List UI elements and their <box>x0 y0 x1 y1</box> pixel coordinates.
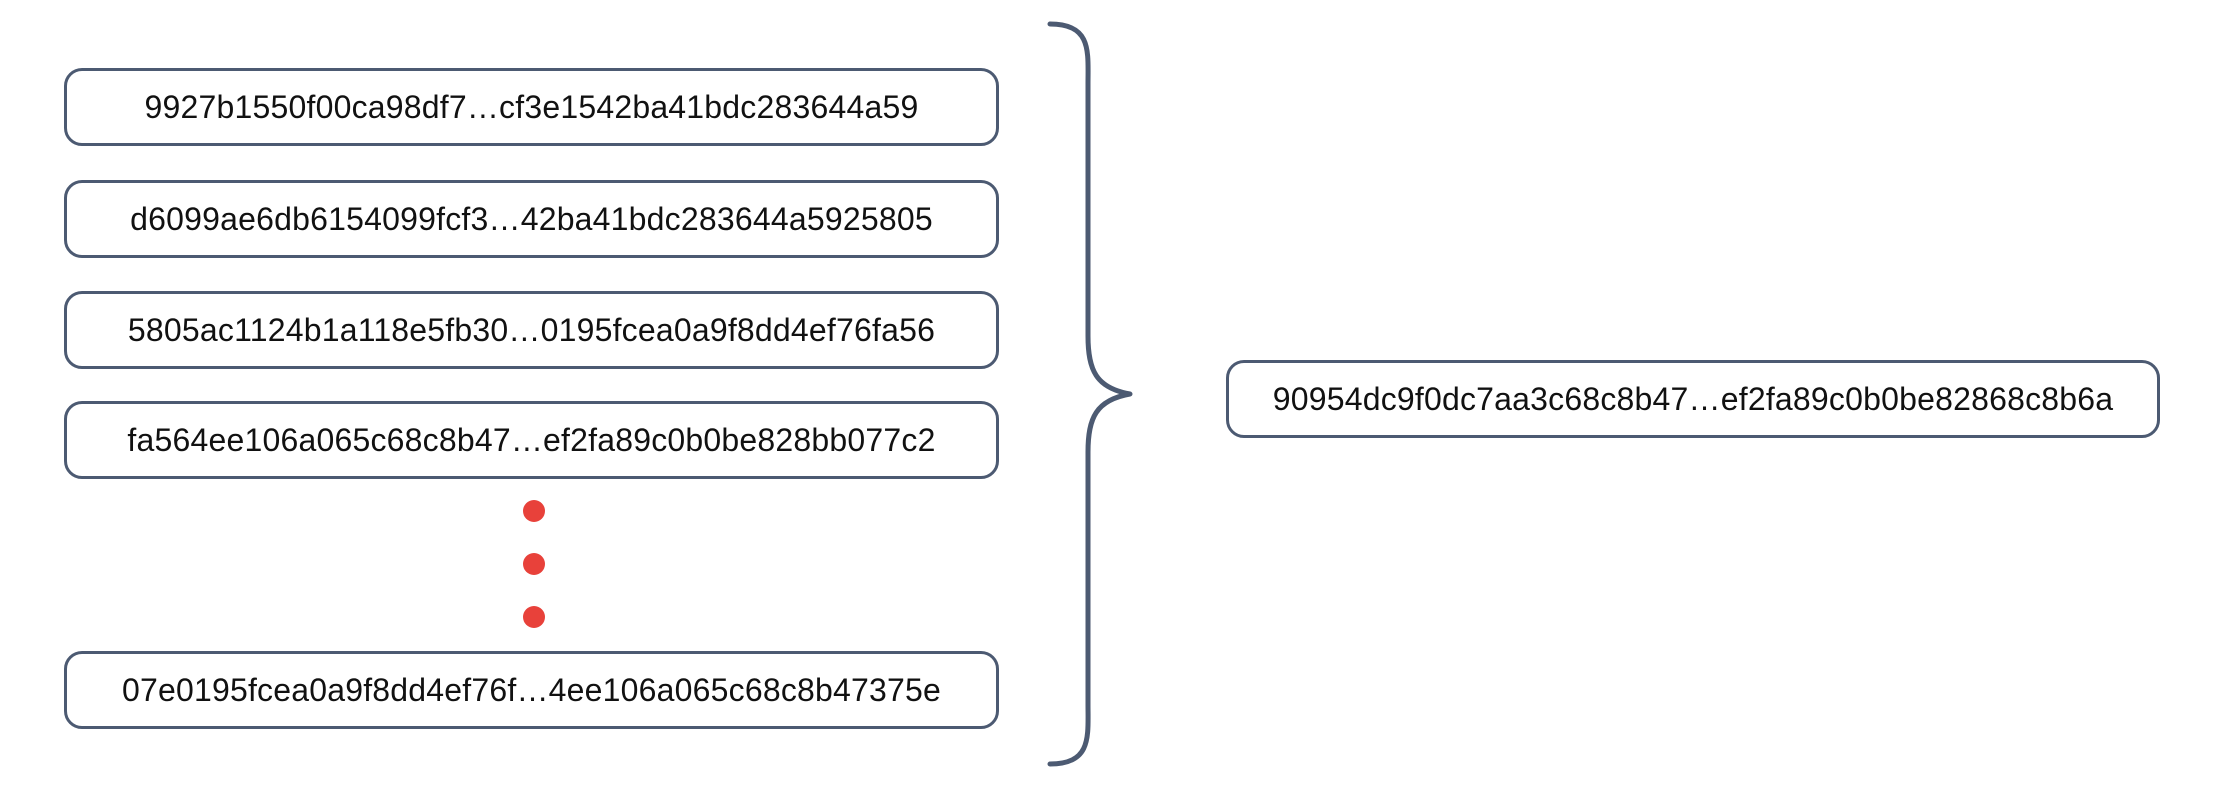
input-hash-box-4[interactable]: fa564ee106a065c68c8b47…ef2fa89c0b0be828b… <box>64 401 999 479</box>
ellipsis-dot-2 <box>523 553 545 575</box>
input-hash-box-3[interactable]: 5805ac1124b1a118e5fb30…0195fcea0a9f8dd4e… <box>64 291 999 369</box>
input-hash-label-3: 5805ac1124b1a118e5fb30…0195fcea0a9f8dd4e… <box>127 311 936 348</box>
curly-brace-icon <box>1030 18 1140 770</box>
input-hash-label-4: fa564ee106a065c68c8b47…ef2fa89c0b0be828b… <box>127 421 936 458</box>
output-hash-label: 90954dc9f0dc7aa3c68c8b47…ef2fa89c0b0be82… <box>1272 380 2114 417</box>
input-hash-label-5: 07e0195fcea0a9f8dd4ef76f…4ee106a065c68c8… <box>121 671 942 708</box>
input-hash-label-2: d6099ae6db6154099fcf3…42ba41bdc283644a59… <box>130 200 933 237</box>
vertical-ellipsis-icon <box>494 500 574 628</box>
input-hash-box-5[interactable]: 07e0195fcea0a9f8dd4ef76f…4ee106a065c68c8… <box>64 651 999 729</box>
input-hash-box-2[interactable]: d6099ae6db6154099fcf3…42ba41bdc283644a59… <box>64 180 999 258</box>
curly-brace-shape <box>1047 21 1133 767</box>
input-hash-label-1: 9927b1550f00ca98df7…cf3e1542ba41bdc28364… <box>144 88 919 125</box>
ellipsis-dot-3 <box>523 606 545 628</box>
ellipsis-dot-1 <box>523 500 545 522</box>
output-hash-box[interactable]: 90954dc9f0dc7aa3c68c8b47…ef2fa89c0b0be82… <box>1226 360 2160 438</box>
input-hash-box-1[interactable]: 9927b1550f00ca98df7…cf3e1542ba41bdc28364… <box>64 68 999 146</box>
